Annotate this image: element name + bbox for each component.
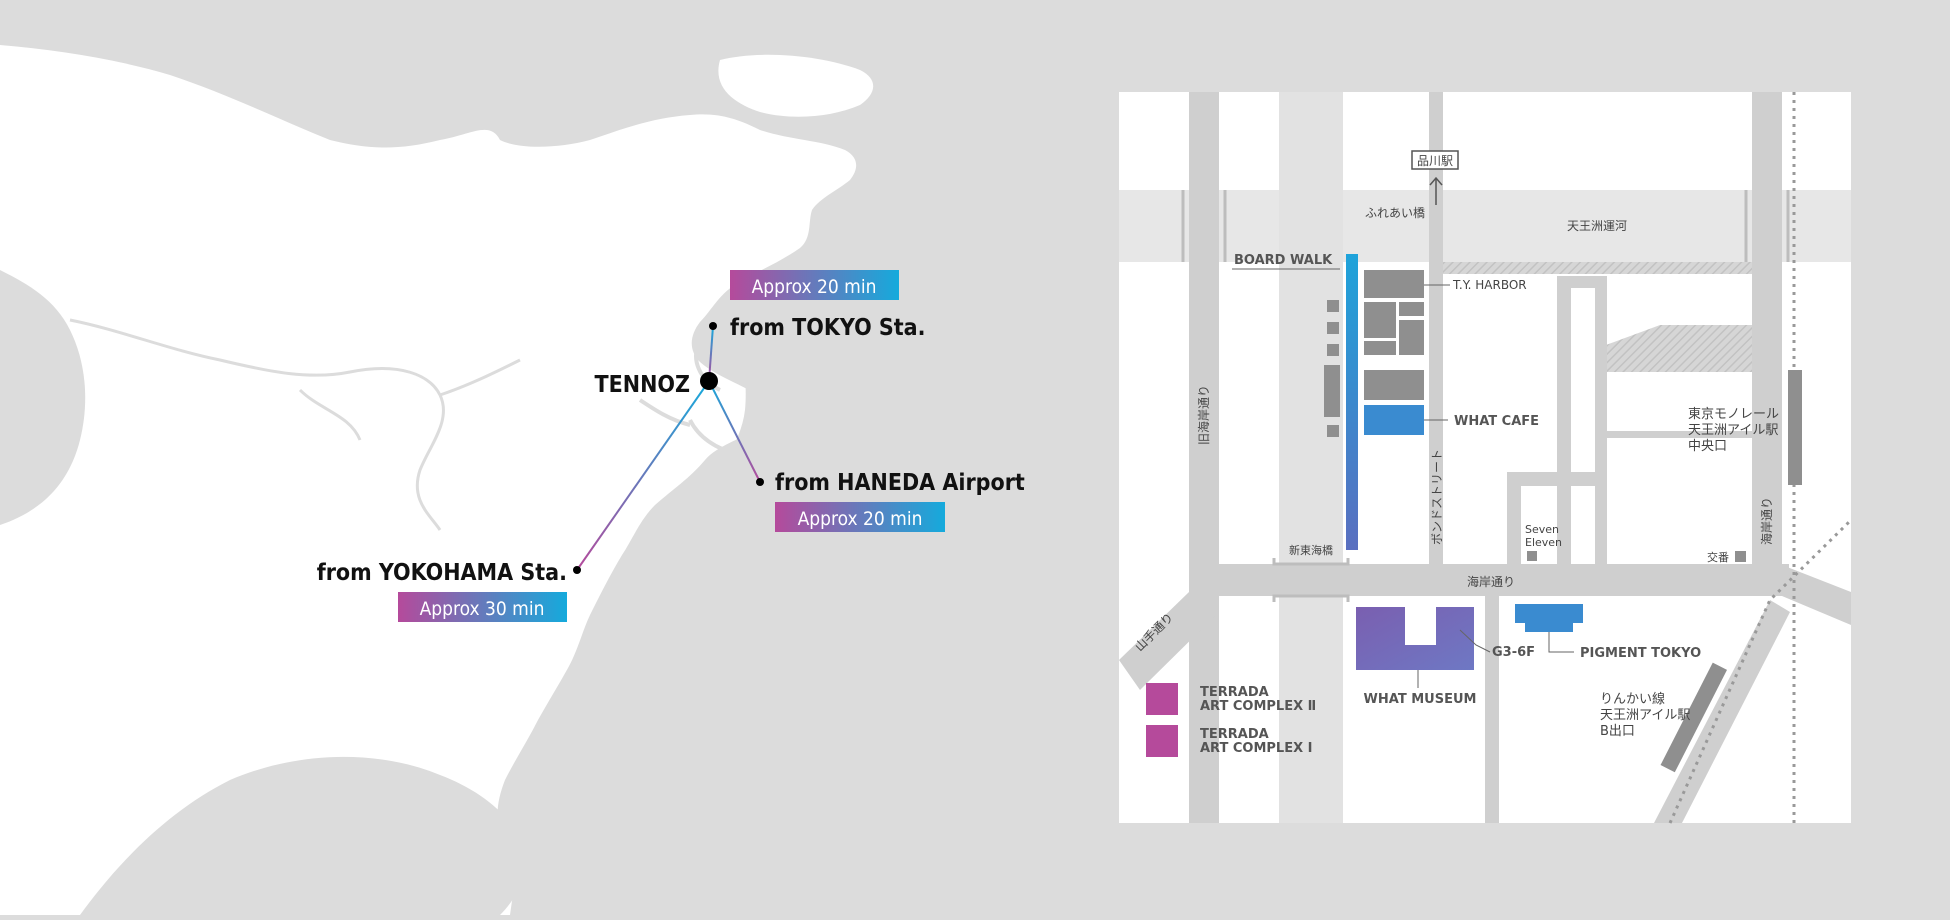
mainland-shape [0,45,857,915]
kaigan-road-label: 海岸通り [1467,574,1515,589]
haneda-time-badge [775,502,945,532]
what-cafe-label: WHAT CAFE [1454,414,1539,429]
hatched-strip [1440,262,1752,274]
overview-map: TENNOZ Approx 20 min from TOKYO Sta. fro… [0,45,1025,915]
what-museum-label: WHAT MUSEUM [1364,692,1477,707]
monorail-station [1788,370,1802,485]
yokohama-point [573,566,581,574]
haneda-point [756,478,764,486]
ty-harbor-label: T.Y. HARBOR [1452,278,1527,292]
yokohama-origin-label: from YOKOHAMA Sta. [317,560,567,586]
haneda-origin-label: from HANEDA Airport [775,470,1025,496]
detail-map: 品川駅 ふれあい橋 天王洲運河 BOARD WALK T.Y. HARBOR [1119,92,1853,824]
seven-eleven-label-2: Eleven [1525,536,1562,549]
east-diagonal-road [1782,565,1851,625]
g3-6f-label: G3-6F [1492,645,1535,660]
shinagawa-label: 品川駅 [1417,154,1453,168]
route-line-yokohama [576,380,710,571]
tokyo-point [709,322,717,330]
tokyo-time-badge [730,270,899,300]
koban-label: 交番 [1707,550,1729,564]
boardwalk-bar [1346,254,1358,550]
rinkai-label-3: B出口 [1600,724,1635,739]
what-cafe-building [1364,405,1424,435]
north-bay-shape [718,54,874,117]
rinkai-track-bed [1654,600,1790,823]
pigment-tokyo-label: PIGMENT TOKYO [1580,646,1701,661]
tokyo-origin-label: from TOKYO Sta. [730,315,926,341]
g3-leader [1459,629,1491,653]
seven-eleven-marker [1527,551,1537,561]
west-land-shape [0,270,86,525]
rinkai-platform [1660,662,1728,773]
kaigan-road-right-label: 海岸通り [1759,497,1774,545]
tokyo-time-text: Approx 20 min [752,276,877,298]
terrada-2-label-1: TERRADA [1200,685,1269,700]
pigment-leader [1548,632,1574,653]
rinkai-label-2: 天王洲アイル駅 [1600,708,1690,723]
route-line-haneda [708,380,761,483]
yokohama-time-badge [398,592,567,622]
ty-harbor-buildings [1364,270,1424,400]
terrada-2-building [1146,683,1178,715]
rinkai-line [1668,518,1853,824]
river-lines [69,318,521,531]
shinagawa-sign [1411,150,1459,170]
bond-street-label: ボンドストリート [1430,449,1444,545]
hatched-ramp [1606,325,1752,372]
pigment-tokyo-building [1515,604,1583,632]
boardwalk-label: BOARD WALK [1234,253,1333,268]
terrada-1-building [1146,725,1178,757]
bay-water [600,300,971,915]
terrada-1-label-2: ART COMPLEX Ⅰ [1200,741,1313,756]
tennoz-hub-marker [700,372,718,390]
small-blocks [1324,300,1340,437]
roads [1189,92,1789,823]
tennoz-label: TENNOZ [595,372,690,398]
koban-marker [1735,551,1746,562]
monorail-label-2: 天王洲アイル駅 [1688,423,1778,438]
canal-label: 天王洲運河 [1567,219,1627,233]
south-land-shape [80,756,524,915]
terrada-1-label-1: TERRADA [1200,727,1269,742]
old-kaigan-road-label: 旧海岸通り [1196,385,1211,445]
monorail-label-1: 東京モノレール [1688,406,1779,422]
yokohama-time-text: Approx 30 min [420,598,545,620]
what-museum-building [1356,607,1474,670]
haneda-time-text: Approx 20 min [798,508,923,530]
yamate-road [1119,592,1219,690]
monorail-label-3: 中央口 [1688,439,1727,454]
shin-higashi-bridge-label: 新東海橋 [1289,543,1333,557]
route-line-tokyo [708,325,714,382]
fureai-bridge-label: ふれあい橋 [1365,206,1425,220]
seven-eleven-label-1: Seven [1525,523,1559,536]
north-arrow-icon [1429,176,1443,205]
canal-band [1119,190,1851,262]
bridges [1181,190,1790,602]
rinkai-label-1: りんかい線 [1600,691,1665,707]
terrada-2-label-2: ART COMPLEX Ⅱ [1200,699,1316,714]
